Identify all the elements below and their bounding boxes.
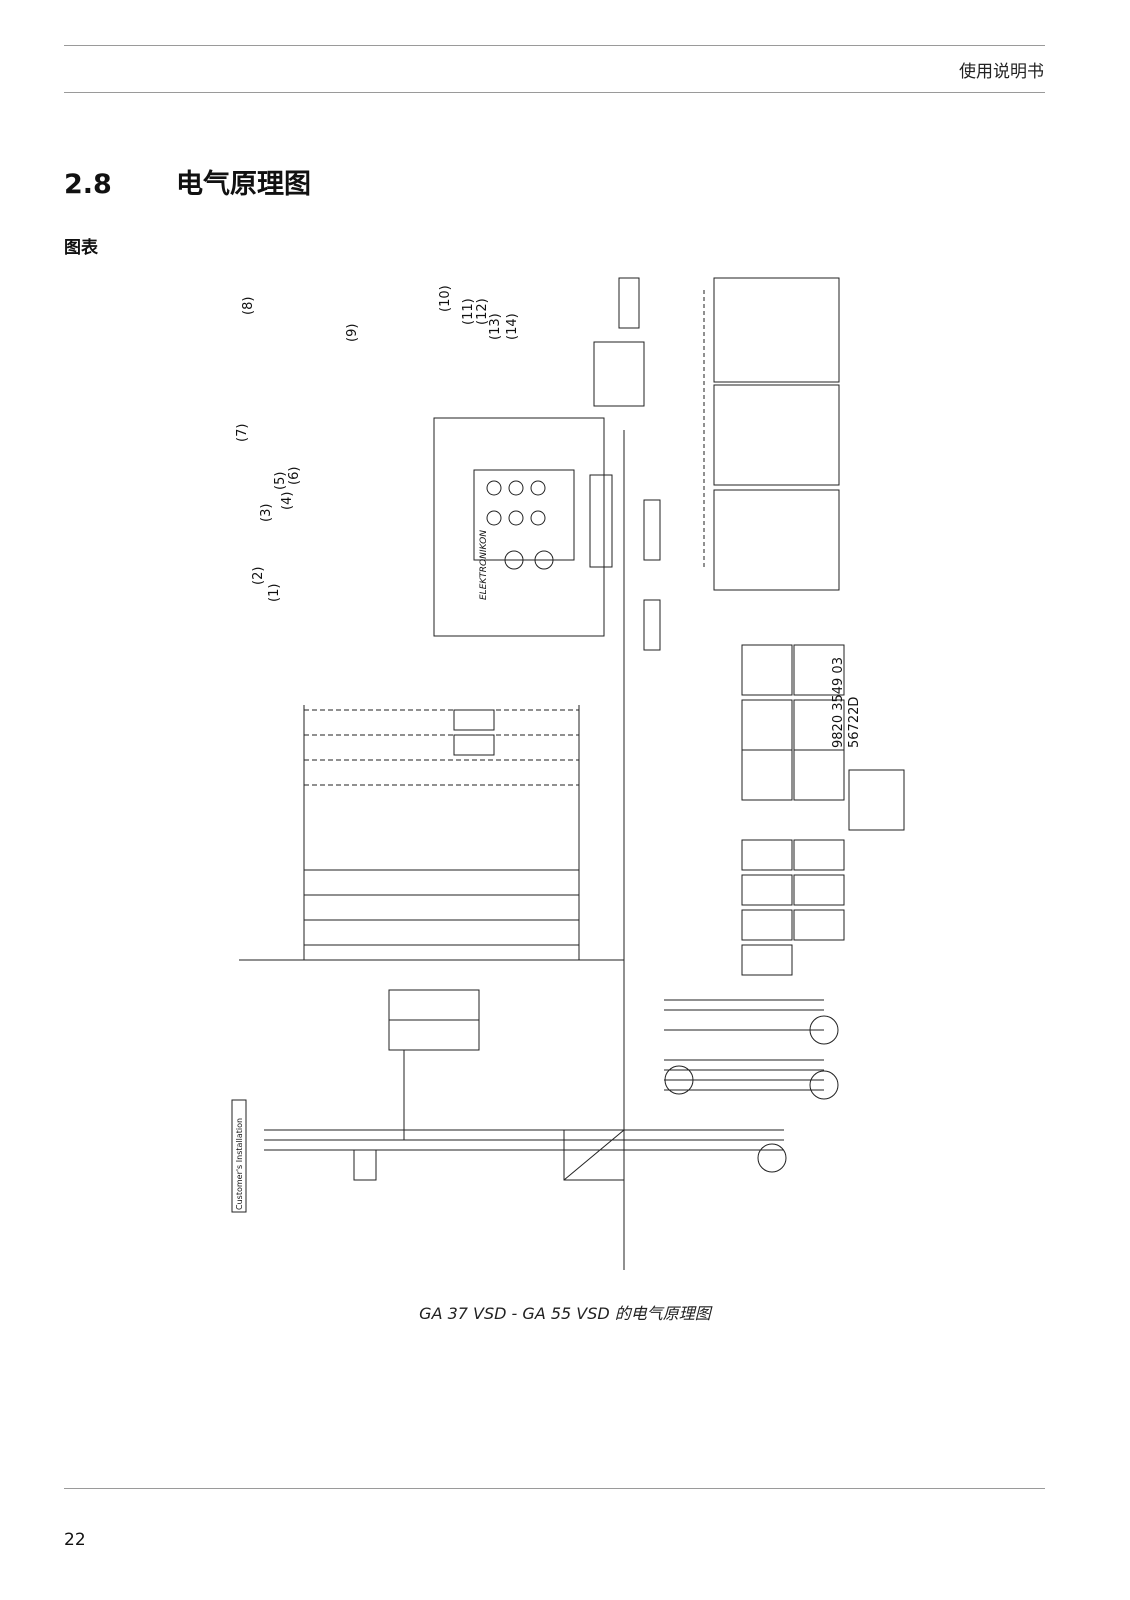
page-number: 22 <box>64 1530 86 1550</box>
section-number: 2.8 <box>64 169 112 200</box>
callout-13: (13) <box>488 313 503 340</box>
drawing-revision: 56722D <box>847 697 862 748</box>
schematic-drawing: (1) (2) (3) (4) (5) (6) (7) (8) (9) (10)… <box>231 277 905 1270</box>
callout-4: (4) <box>280 492 295 510</box>
footer-rule <box>64 1488 1045 1489</box>
callout-2: (2) <box>251 567 266 585</box>
header-rule-top <box>64 45 1045 46</box>
callout-14: (14) <box>505 313 520 340</box>
callout-11: (11) <box>461 298 476 325</box>
callout-10: (10) <box>438 285 453 312</box>
callout-9: (9) <box>345 324 360 342</box>
callout-6: (6) <box>287 467 302 485</box>
controller-name: ELEKTRONIKON <box>479 530 489 600</box>
customer-installation-label: Customer's Installation <box>235 1118 244 1210</box>
figure-caption: GA 37 VSD - GA 55 VSD 的电气原理图 <box>419 1304 711 1323</box>
callout-8: (8) <box>241 297 256 315</box>
electrical-schematic-figure: (1) (2) (3) (4) (5) (6) (7) (8) (9) (10)… <box>224 270 920 1290</box>
callout-1: (1) <box>267 584 282 602</box>
callout-7: (7) <box>235 424 250 442</box>
controller-block <box>433 417 605 637</box>
callout-12: (12) <box>475 298 490 325</box>
subheading: 图表 <box>64 238 98 258</box>
header-rule-bottom <box>64 92 1045 93</box>
drawing-number: 9820 3549 03 <box>831 657 846 748</box>
callout-3: (3) <box>259 504 274 522</box>
callout-5: (5) <box>273 472 288 490</box>
header-title: 使用说明书 <box>959 62 1044 82</box>
section-heading: 2.8 电气原理图 <box>64 162 311 201</box>
section-title: 电气原理图 <box>176 169 311 200</box>
